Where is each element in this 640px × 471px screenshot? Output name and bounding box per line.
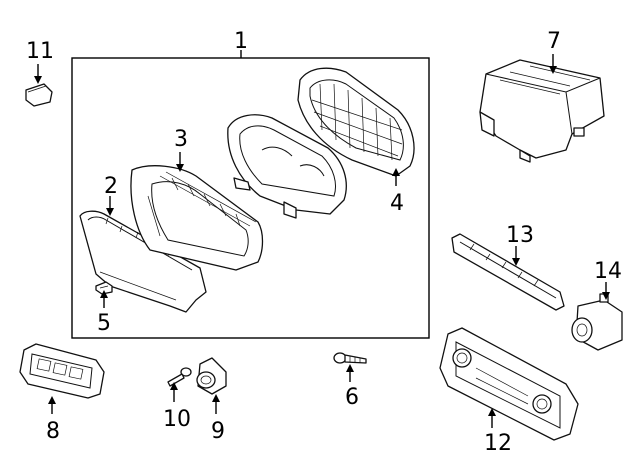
cluster-housing-part [297, 67, 415, 177]
screw-part-6 [333, 352, 367, 364]
screw-part-10 [167, 367, 192, 387]
control-module-part [479, 59, 605, 163]
button-strip-part [451, 233, 565, 311]
cap-part [25, 83, 53, 107]
callout-1: 1 [234, 29, 248, 54]
callout-9: 9 [211, 419, 225, 444]
heater-control-panel-part [439, 327, 579, 441]
callout-5: 5 [97, 311, 111, 336]
cluster-lens-part [79, 210, 207, 313]
instrument-cluster-assembly-frame [71, 50, 430, 339]
callout-12: 12 [484, 431, 512, 456]
callout-2: 2 [104, 174, 118, 199]
cluster-mask-bezel-part [130, 165, 264, 271]
callout-8: 8 [46, 419, 60, 444]
callout-3: 3 [174, 127, 188, 152]
callout-11: 11 [26, 39, 54, 64]
actuator-part [571, 293, 623, 351]
callout-6: 6 [345, 385, 359, 410]
callout-14: 14 [594, 259, 622, 284]
callout-10: 10 [163, 407, 191, 432]
switch-panel-part [19, 343, 105, 399]
callout-13: 13 [506, 223, 534, 248]
callout-4: 4 [390, 191, 404, 216]
callout-7: 7 [547, 29, 561, 54]
leader-lines [34, 54, 610, 428]
callout-labels: 1 2 3 4 5 6 7 8 9 10 11 12 13 14 [26, 29, 622, 456]
sensor-part-9 [196, 357, 227, 395]
cluster-gauge-plate-part [227, 114, 347, 219]
